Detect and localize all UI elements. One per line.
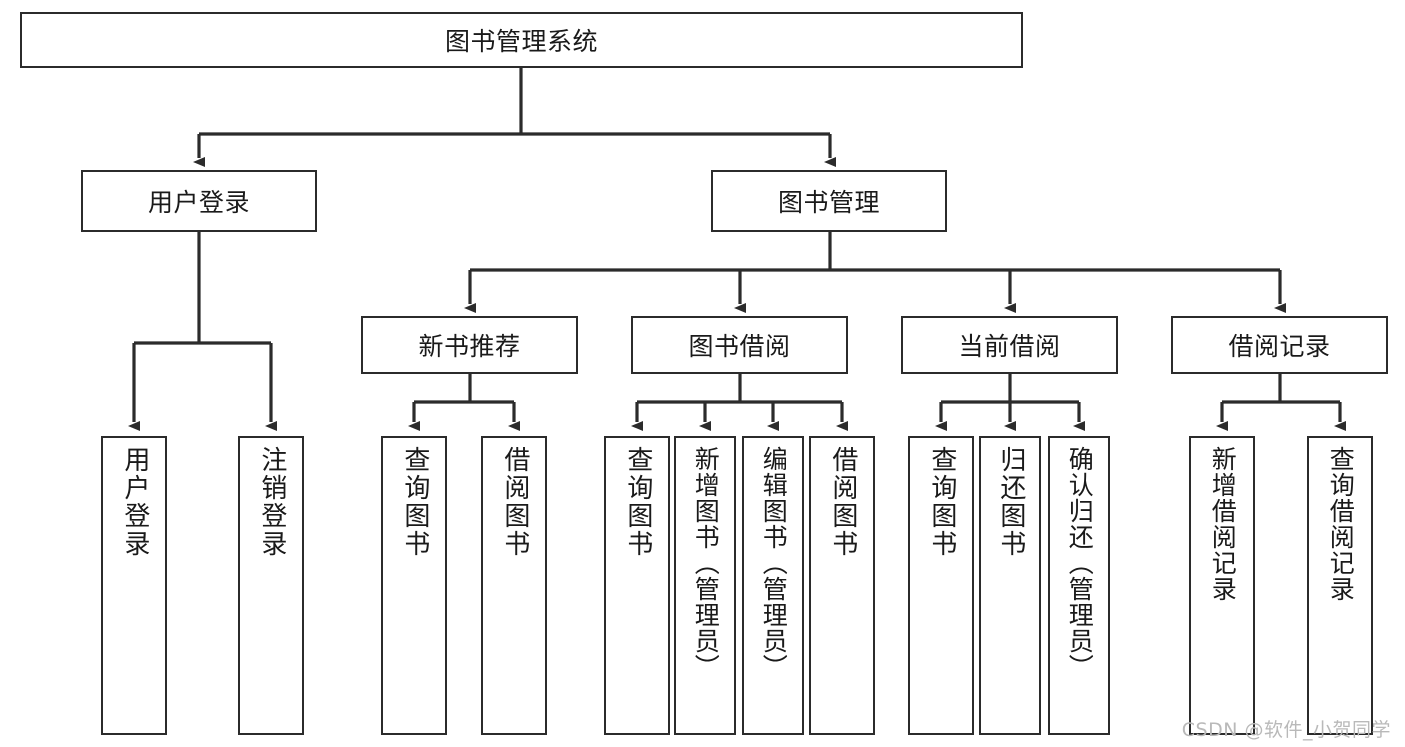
node-leaf-add-book[interactable]: 新增图书（管理员）	[674, 436, 736, 735]
node-book-borrow-label: 图书借阅	[688, 332, 791, 361]
node-leaf-edit-book[interactable]: 编辑图书（管理员）	[742, 436, 804, 735]
node-leaf-return-book-label: 归还图书	[995, 446, 1026, 558]
node-leaf-user-login[interactable]: 用户登录	[101, 436, 167, 735]
node-new-book-recommend[interactable]: 新书推荐	[361, 316, 578, 374]
node-leaf-borrow-book-2[interactable]: 借阅图书	[809, 436, 875, 735]
node-leaf-return-book[interactable]: 归还图书	[979, 436, 1041, 735]
node-borrow-record[interactable]: 借阅记录	[1171, 316, 1388, 374]
node-user-login-label: 用户登录	[147, 188, 250, 217]
node-leaf-query-book-2[interactable]: 查询图书	[604, 436, 670, 735]
node-book-management-label: 图书管理	[777, 188, 880, 217]
node-leaf-query-book-3-label: 查询图书	[926, 446, 957, 558]
node-user-login[interactable]: 用户登录	[81, 170, 317, 232]
node-leaf-query-record-label: 查询借阅记录	[1326, 446, 1356, 602]
node-leaf-add-book-label: 新增图书（管理员）	[691, 446, 721, 680]
node-root-label: 图书管理系统	[444, 27, 598, 56]
node-leaf-add-record-label: 新增借阅记录	[1208, 446, 1238, 602]
node-leaf-query-book-3[interactable]: 查询图书	[908, 436, 974, 735]
node-book-borrow[interactable]: 图书借阅	[631, 316, 848, 374]
node-book-management[interactable]: 图书管理	[711, 170, 947, 232]
node-root[interactable]: 图书管理系统	[20, 12, 1023, 68]
node-new-book-recommend-label: 新书推荐	[418, 332, 521, 361]
node-leaf-add-record[interactable]: 新增借阅记录	[1189, 436, 1255, 735]
node-leaf-confirm-return-label: 确认归还（管理员）	[1065, 446, 1095, 680]
node-leaf-user-logout[interactable]: 注销登录	[238, 436, 304, 735]
node-leaf-query-book-2-label: 查询图书	[622, 446, 653, 558]
node-leaf-edit-book-label: 编辑图书（管理员）	[759, 446, 789, 680]
node-leaf-query-book-1[interactable]: 查询图书	[381, 436, 447, 735]
node-leaf-query-record[interactable]: 查询借阅记录	[1307, 436, 1373, 735]
node-leaf-borrow-book-2-label: 借阅图书	[827, 446, 858, 558]
node-leaf-borrow-book-1-label: 借阅图书	[499, 446, 530, 558]
node-leaf-user-logout-label: 注销登录	[256, 446, 287, 558]
node-leaf-borrow-book-1[interactable]: 借阅图书	[481, 436, 547, 735]
node-current-borrow[interactable]: 当前借阅	[901, 316, 1118, 374]
node-leaf-query-book-1-label: 查询图书	[399, 446, 430, 558]
node-leaf-user-login-label: 用户登录	[119, 446, 150, 558]
node-current-borrow-label: 当前借阅	[958, 332, 1061, 361]
watermark: CSDN @软件_小贺同学	[1181, 719, 1391, 741]
node-borrow-record-label: 借阅记录	[1228, 332, 1331, 361]
node-leaf-confirm-return[interactable]: 确认归还（管理员）	[1048, 436, 1110, 735]
